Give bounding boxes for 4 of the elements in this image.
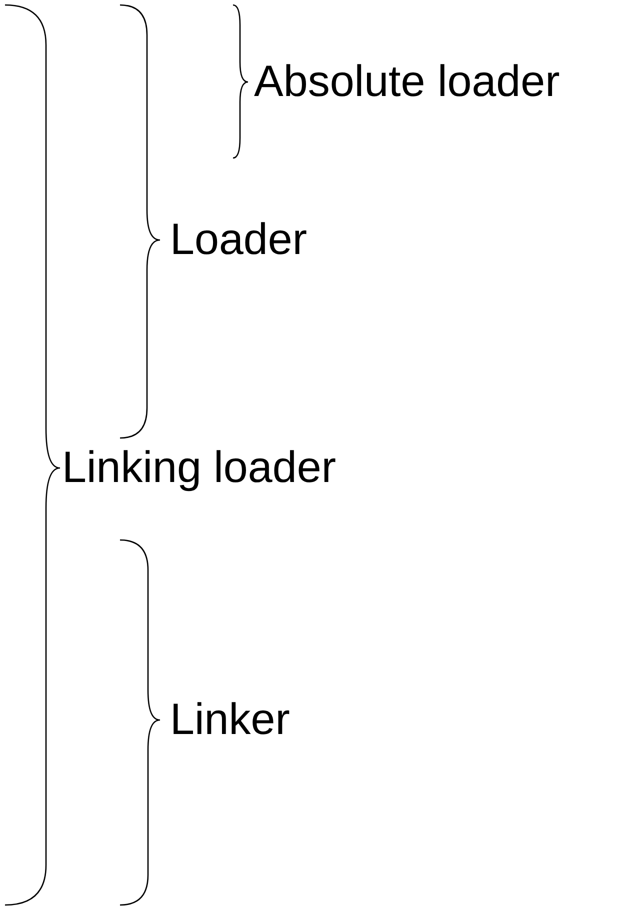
brace-label: Loader <box>170 218 308 262</box>
brace-label: Linker <box>170 698 290 742</box>
brace-label: Linking loader <box>62 446 336 490</box>
brace-label: Absolute loader <box>254 60 560 104</box>
